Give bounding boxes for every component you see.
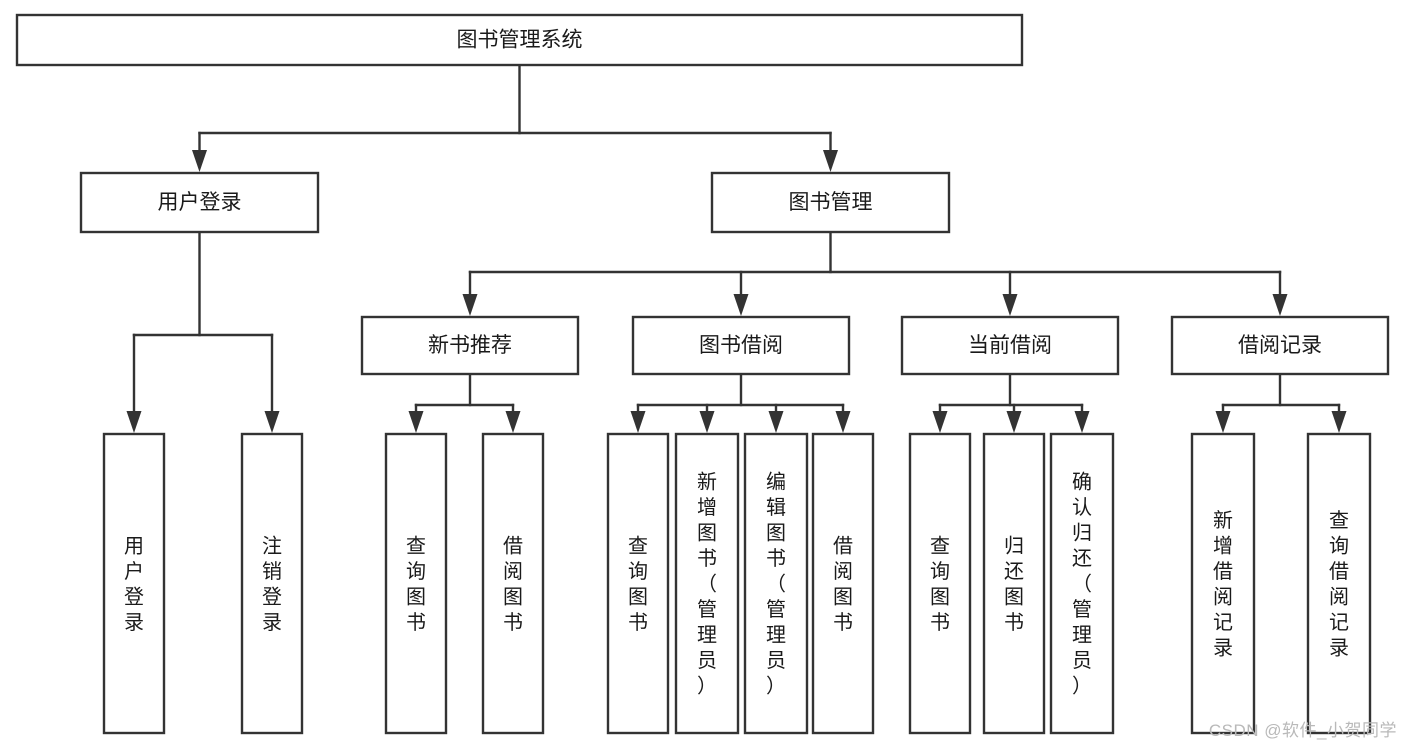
node-current-borrow[interactable]: 当前借阅 <box>900 315 1120 376</box>
arrow-head-icon <box>1272 294 1288 316</box>
node-box-leaf-return-book[interactable] <box>982 432 1046 735</box>
node-box-leaf-query-book-3[interactable] <box>908 432 972 735</box>
node-leaf-query-record[interactable]: 查询借阅记录 <box>1306 432 1372 735</box>
arrow-head-icon <box>462 294 478 316</box>
arrow-head-icon <box>408 411 424 433</box>
node-label-leaf-query-record: 查询借阅记录 <box>1329 509 1349 660</box>
arrow-head-icon <box>699 411 715 433</box>
edge-group-current-borrow <box>932 372 1090 433</box>
node-new-book-rec[interactable]: 新书推荐 <box>360 315 580 376</box>
connector-layer <box>126 63 1347 433</box>
arrow-head-icon <box>505 411 521 433</box>
node-leaf-confirm-return[interactable]: 确认归还（管理员） <box>1049 432 1115 735</box>
node-label-leaf-query-book-2: 查询图书 <box>628 534 648 634</box>
arrow-head-icon <box>823 150 838 172</box>
node-box-leaf-confirm-return[interactable] <box>1049 432 1115 735</box>
edge-group-book-manage <box>462 230 1288 316</box>
node-label-book-borrow: 图书借阅 <box>699 334 783 357</box>
node-borrow-record[interactable]: 借阅记录 <box>1170 315 1390 376</box>
node-box-leaf-logout[interactable] <box>240 432 304 735</box>
node-box-book-borrow[interactable] <box>631 315 851 376</box>
edge-group-root <box>192 63 838 172</box>
arrow-head-icon <box>126 411 142 433</box>
node-label-current-borrow: 当前借阅 <box>968 334 1052 357</box>
node-label-leaf-user-login: 用户登录 <box>124 535 144 634</box>
node-box-leaf-add-record[interactable] <box>1190 432 1256 735</box>
node-label-leaf-query-book-1: 查询图书 <box>406 534 426 634</box>
arrow-head-icon <box>768 411 784 433</box>
node-leaf-add-book[interactable]: 新增图书（管理员） <box>674 432 740 735</box>
node-label-leaf-borrow-book-1: 借阅图书 <box>503 534 523 634</box>
arrow-head-icon <box>630 411 646 433</box>
arrow-head-icon <box>733 294 749 316</box>
node-label-new-book-rec: 新书推荐 <box>428 334 512 357</box>
node-box-user-login[interactable] <box>79 171 320 234</box>
node-label-leaf-borrow-book-2: 借阅图书 <box>833 534 853 634</box>
node-layer: 图书管理系统用户登录图书管理新书推荐图书借阅当前借阅借阅记录用户登录注销登录查询… <box>15 13 1390 735</box>
node-label-leaf-edit-book: 编辑图书（管理员） <box>766 471 786 698</box>
arrow-head-icon <box>1002 294 1018 316</box>
edge-group-book-borrow <box>630 372 851 433</box>
node-leaf-query-book-1[interactable]: 查询图书 <box>384 432 448 735</box>
node-box-leaf-edit-book[interactable] <box>743 432 809 735</box>
node-book-borrow[interactable]: 图书借阅 <box>631 315 851 376</box>
arrow-head-icon <box>1006 411 1022 433</box>
node-leaf-add-record[interactable]: 新增借阅记录 <box>1190 432 1256 735</box>
node-label-borrow-record: 借阅记录 <box>1238 334 1322 357</box>
node-leaf-query-book-2[interactable]: 查询图书 <box>606 432 670 735</box>
node-label-leaf-return-book: 归还图书 <box>1004 534 1024 634</box>
csdn-watermark: CSDN @软件_小贺同学 <box>1208 721 1397 740</box>
node-label-leaf-add-book: 新增图书（管理员） <box>697 471 717 698</box>
node-label-leaf-logout: 注销登录 <box>262 534 282 634</box>
node-user-login[interactable]: 用户登录 <box>79 171 320 234</box>
arrow-head-icon <box>1074 411 1090 433</box>
arrow-head-icon <box>1215 411 1231 433</box>
node-leaf-logout[interactable]: 注销登录 <box>240 432 304 735</box>
node-leaf-borrow-book-1[interactable]: 借阅图书 <box>481 432 545 735</box>
node-label-leaf-add-record: 新增借阅记录 <box>1213 509 1233 660</box>
node-box-new-book-rec[interactable] <box>360 315 580 376</box>
node-label-root: 图书管理系统 <box>457 29 583 52</box>
node-box-leaf-borrow-book-2[interactable] <box>811 432 875 735</box>
arrow-head-icon <box>932 411 948 433</box>
node-label-leaf-confirm-return: 确认归还（管理员） <box>1072 471 1092 698</box>
node-box-leaf-query-book-1[interactable] <box>384 432 448 735</box>
edge-group-user-login <box>126 230 280 433</box>
edge-group-borrow-record <box>1215 372 1347 433</box>
edge-group-new-book-rec <box>408 372 521 433</box>
node-leaf-borrow-book-2[interactable]: 借阅图书 <box>811 432 875 735</box>
node-leaf-edit-book[interactable]: 编辑图书（管理员） <box>743 432 809 735</box>
node-box-borrow-record[interactable] <box>1170 315 1390 376</box>
node-box-leaf-add-book[interactable] <box>674 432 740 735</box>
node-label-leaf-query-book-3: 查询图书 <box>930 534 950 634</box>
node-leaf-query-book-3[interactable]: 查询图书 <box>908 432 972 735</box>
node-box-root[interactable] <box>15 13 1024 67</box>
arrow-head-icon <box>835 411 851 433</box>
node-book-manage[interactable]: 图书管理 <box>710 171 951 234</box>
arrow-head-icon <box>192 150 207 172</box>
node-leaf-user-login[interactable]: 用户登录 <box>102 432 166 735</box>
node-box-leaf-user-login[interactable] <box>102 432 166 735</box>
node-label-book-manage: 图书管理 <box>789 191 873 214</box>
arrow-head-icon <box>1331 411 1347 433</box>
node-box-leaf-query-record[interactable] <box>1306 432 1372 735</box>
node-root[interactable]: 图书管理系统 <box>15 13 1024 67</box>
node-box-current-borrow[interactable] <box>900 315 1120 376</box>
node-label-user-login: 用户登录 <box>158 191 242 214</box>
arrow-head-icon <box>264 411 280 433</box>
node-leaf-return-book[interactable]: 归还图书 <box>982 432 1046 735</box>
node-box-book-manage[interactable] <box>710 171 951 234</box>
node-box-leaf-query-book-2[interactable] <box>606 432 670 735</box>
node-box-leaf-borrow-book-1[interactable] <box>481 432 545 735</box>
